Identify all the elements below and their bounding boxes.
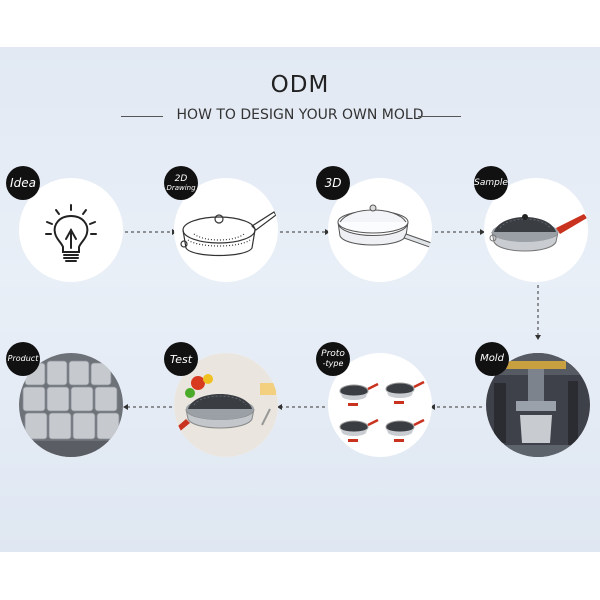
arrowhead-6: [277, 404, 282, 410]
step-prototype-badge: Proto -type: [316, 342, 350, 376]
pan-3d-model-icon: [337, 204, 432, 249]
step-test-circle: [174, 353, 278, 457]
pan-line-drawing-icon: [180, 211, 277, 257]
arrowhead-7: [123, 404, 128, 410]
step-product-circle: [19, 353, 123, 457]
step-idea-badge: Idea: [6, 166, 40, 200]
step-3d-circle: [328, 178, 432, 282]
step-sample-circle: [484, 178, 588, 282]
lightbulb-icon: [45, 204, 97, 262]
arrowhead-5: [430, 404, 435, 410]
step-2d-drawing-badge: 2D Drawing: [164, 166, 198, 200]
step-prototype-circle: [328, 353, 432, 457]
title-rule-right: [418, 116, 461, 117]
badge-2d-line1: 2D: [174, 173, 188, 184]
badge-2d-line2: Drawing: [166, 183, 196, 192]
step-test-badge: Test: [164, 342, 198, 376]
prototype-pans-icon: [339, 380, 425, 442]
stacked-products-icon: [19, 353, 123, 457]
step-mold-badge: Mold: [475, 342, 509, 376]
badge-proto-line2: -type: [322, 359, 344, 368]
background-panel: [0, 47, 600, 552]
step-3d-badge: 3D: [316, 166, 350, 200]
arrowhead-2: [325, 229, 330, 235]
step-idea-circle: [19, 178, 123, 282]
step-sample-badge: Sample: [474, 166, 508, 200]
badge-proto-line1: Proto: [321, 349, 345, 359]
arrowhead-4: [535, 335, 541, 340]
step-product-badge: Product: [6, 342, 40, 376]
page-subtitle: HOW TO DESIGN YOUR OWN MOLD: [176, 107, 424, 123]
title-rule-left: [121, 116, 163, 117]
sample-pan-icon: [489, 214, 587, 252]
arrowhead-3: [480, 229, 485, 235]
page-title: ODM: [270, 72, 330, 98]
